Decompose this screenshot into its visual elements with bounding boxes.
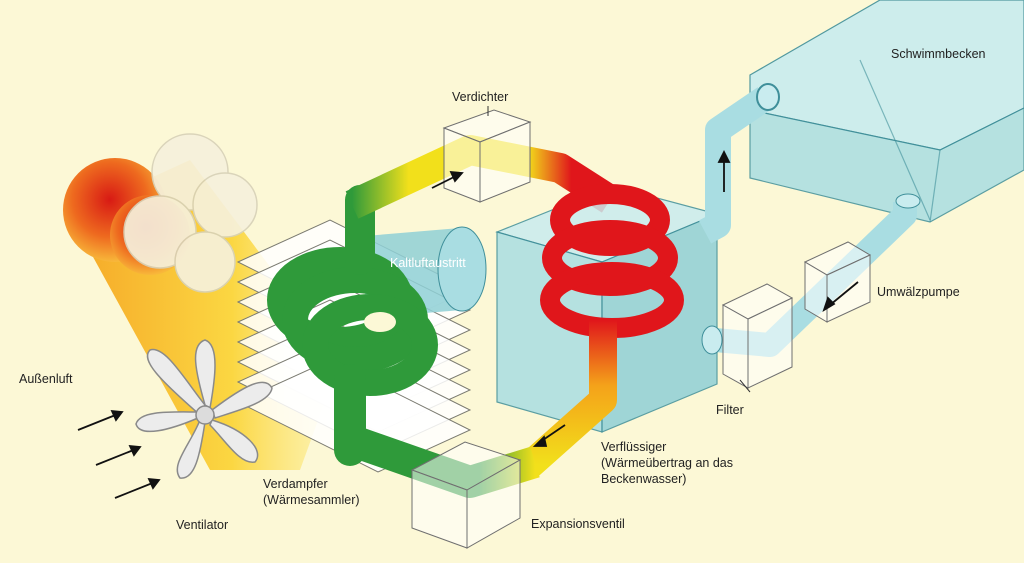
label-verdichter: Verdichter <box>452 90 508 105</box>
label-expansionsventil: Expansionsventil <box>531 517 625 532</box>
label-verfluessiger: Verflüssiger <box>601 440 666 455</box>
label-verfluessiger-detail-2: Beckenwasser) <box>601 472 686 487</box>
swimming-pool <box>750 0 1024 222</box>
circulation-pump-box <box>805 242 870 322</box>
label-aussenluft: Außenluft <box>19 372 73 387</box>
label-verfluessiger-detail: (Wärmeübertrag an das <box>601 456 733 471</box>
label-filter: Filter <box>716 403 744 418</box>
label-umwaelzpumpe: Umwälzpumpe <box>877 285 960 300</box>
label-schwimmbecken: Schwimmbecken <box>891 47 985 62</box>
compressor-box <box>444 110 530 202</box>
label-verdampfer-detail: (Wärmesammler) <box>263 493 360 508</box>
filter-box <box>723 284 792 388</box>
label-kaltluftaustritt: Kaltluftaustritt <box>390 256 466 271</box>
label-ventilator: Ventilator <box>176 518 228 533</box>
label-verdampfer: Verdampfer <box>263 477 328 492</box>
